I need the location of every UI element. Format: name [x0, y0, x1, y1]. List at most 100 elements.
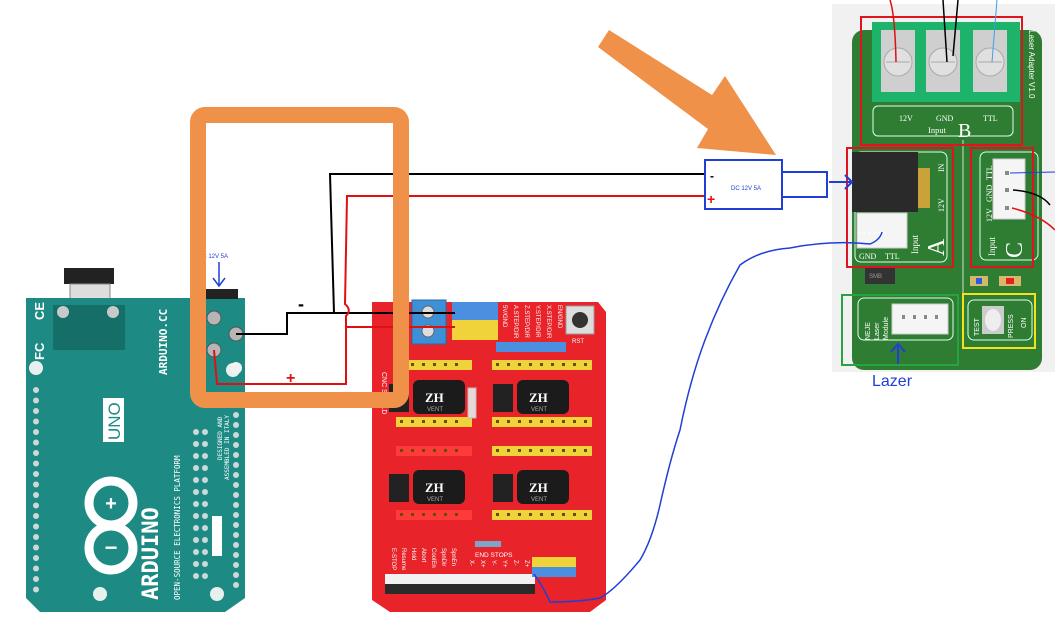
- cnc-pin-labels: EN/GNDX.STEP/DIRY.STEP/DIRZ.STEP/DIRA.ST…: [501, 305, 562, 339]
- arduino-site-text: ARDUINO.CC: [157, 309, 170, 375]
- control-pin-label: CoolEn: [430, 548, 436, 568]
- arduino-header-pins: [33, 387, 239, 593]
- laser-module-highlight-box: [841, 294, 959, 366]
- header-pin: [233, 462, 239, 468]
- svg-text:Laser Adapter V1.0: Laser Adapter V1.0: [1027, 30, 1036, 99]
- header-pin: [193, 501, 199, 507]
- stepper-capacitor: [413, 380, 465, 414]
- dc-power-adapter: DC 12V 5A - +: [704, 159, 854, 210]
- red-wire-adapter: [343, 195, 715, 327]
- driver-brand: ZH: [529, 390, 548, 405]
- header-pin: [193, 441, 199, 447]
- svg-text:GND: GND: [985, 184, 994, 202]
- dc-barrel-jack: [852, 152, 918, 212]
- svg-text:Laser: Laser: [874, 322, 881, 340]
- red-led: [1006, 278, 1014, 284]
- svg-text:Input: Input: [928, 125, 947, 135]
- stepper-capacitor: [413, 470, 465, 504]
- driver-brand: ZH: [425, 480, 444, 495]
- header-pin: [33, 471, 39, 477]
- connection-highlight-box: [190, 107, 409, 408]
- svg-text:TEST: TEST: [974, 317, 981, 336]
- header-pin: [33, 418, 39, 425]
- orange-pointer-arrow-icon: [598, 30, 776, 155]
- cnc-pin-label: EN/GND: [556, 305, 562, 329]
- header-pin: [233, 582, 239, 588]
- cnc-pin-label: Z.STEP/DIR: [523, 305, 529, 339]
- arduino-logo: + −: [84, 476, 138, 575]
- header-pin: [193, 489, 199, 495]
- dc-adapter-plug: [781, 171, 828, 198]
- svg-text:TTL: TTL: [885, 252, 900, 261]
- header-pin: [33, 492, 39, 498]
- header-pin: [33, 576, 39, 582]
- laser-module-connector: [891, 303, 949, 335]
- input-a-highlight-box: [846, 147, 954, 268]
- header-pin: [33, 565, 39, 572]
- header-pin: [33, 408, 39, 414]
- header-pin: [33, 460, 39, 467]
- svg-text:TTL: TTL: [983, 114, 998, 123]
- header-pin: [33, 439, 39, 446]
- dc-adapter-body: [704, 159, 783, 210]
- arduino-model-text: UNO: [105, 402, 124, 440]
- arduino-jack-label: DC 12V 5A: [198, 254, 228, 260]
- svg-text:VENT: VENT: [531, 407, 547, 413]
- svg-text:12V: 12V: [899, 114, 913, 123]
- svg-text:-: -: [710, 169, 714, 183]
- stepper-capacitor: [517, 380, 569, 414]
- svg-text:PRESS: PRESS: [1008, 314, 1015, 338]
- plug-arrow-icon: [829, 174, 854, 190]
- header-pin: [202, 441, 208, 447]
- arduino-brand-text: ARDUINO: [139, 507, 164, 600]
- header-pin: [33, 523, 39, 530]
- header-pin: [193, 477, 199, 483]
- header-pin: [202, 501, 208, 507]
- cnc-pin-label: 5V/GND: [501, 305, 507, 328]
- svg-text:DESIGNED AND: DESIGNED AND: [217, 416, 224, 460]
- input-b-letter: B: [958, 120, 971, 142]
- header-pin: [193, 465, 199, 471]
- control-pin-label: Resume: [400, 548, 406, 571]
- header-pin: [202, 453, 208, 459]
- header-pin: [33, 586, 39, 593]
- input-b-highlight-box: [860, 16, 1023, 146]
- svg-text:NEJE: NEJE: [865, 322, 872, 340]
- arduino-uno-board: + − ARDUINO UNO ARDUINO.CC OPEN-SOURCE E…: [26, 268, 245, 612]
- end-stop-pin-label: Y+: [501, 560, 507, 568]
- svg-text:Module: Module: [883, 317, 890, 340]
- plus-label: +: [286, 370, 295, 387]
- control-pin-label: SpnDir: [440, 548, 446, 566]
- header-pin: [193, 573, 199, 579]
- cnc-shield-pcb: [372, 302, 606, 612]
- lazer-arrow-icon: [890, 342, 906, 364]
- header-pin: [202, 477, 208, 483]
- header-pin: [193, 561, 199, 567]
- svg-text:GND: GND: [936, 114, 954, 123]
- input-c-highlight-box: [970, 147, 1034, 268]
- header-pin: [202, 561, 208, 567]
- control-pin-label: Abort: [420, 548, 426, 563]
- header-pin: [193, 525, 199, 531]
- header-pin: [33, 387, 39, 393]
- header-pin: [193, 453, 199, 459]
- minus-label: -: [298, 294, 304, 314]
- svg-text:VENT: VENT: [427, 407, 443, 413]
- header-pin: [33, 534, 39, 540]
- black-wire-adapter: [328, 173, 715, 314]
- header-pin: [202, 489, 208, 495]
- lazer-label: Lazer: [872, 373, 913, 390]
- header-pin: [33, 397, 39, 404]
- header-pin: [233, 452, 239, 458]
- header-pin: [233, 412, 239, 418]
- control-pin-label: SpnEn: [450, 548, 456, 566]
- header-pin: [233, 532, 239, 538]
- header-pin: [202, 537, 208, 543]
- svg-text:12V: 12V: [937, 198, 946, 212]
- svg-text:12V: 12V: [985, 208, 994, 222]
- header-pin: [233, 442, 239, 448]
- end-stop-pin-label: X-: [468, 560, 474, 566]
- header-pin: [193, 549, 199, 555]
